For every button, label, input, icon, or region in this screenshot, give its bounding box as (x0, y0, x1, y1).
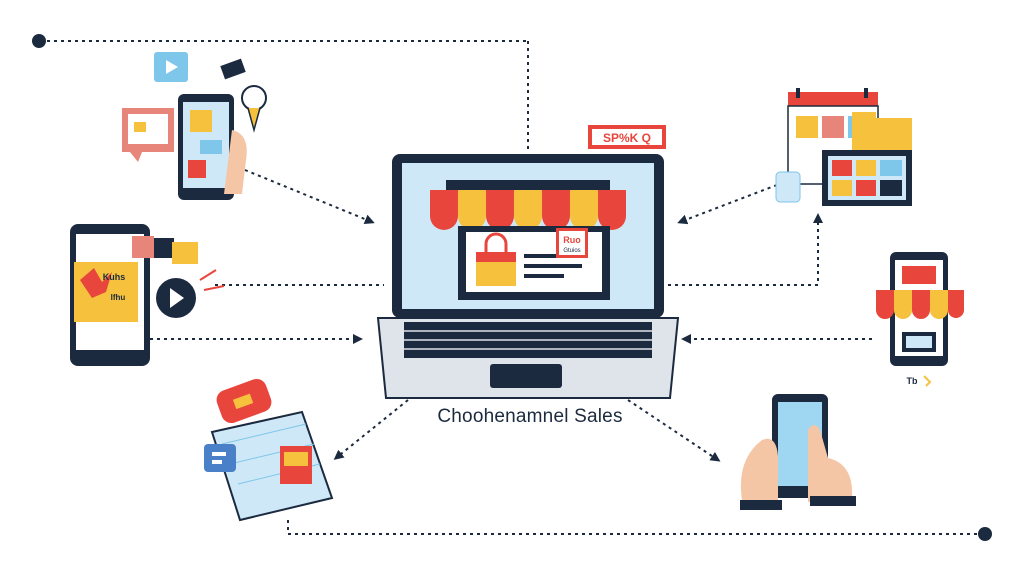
price-tag-text: SP%K Q (603, 131, 651, 145)
endpoint-dot-top-left (32, 34, 46, 48)
mobile-shop-cluster: Tb (876, 252, 964, 387)
voucher-cluster (204, 378, 334, 522)
arrow-top-left (244, 169, 375, 224)
laptop-storefront: Ruo Gtuios SP%K Q (376, 125, 680, 399)
right-shop-label: Tb (907, 376, 918, 386)
sale-badge-text: Ruo (563, 235, 581, 245)
lightbulb-icon (241, 85, 267, 111)
connectors (40, 40, 984, 535)
mini-awning (876, 290, 964, 319)
tablet-media-cluster: Kuhs Ifhu (70, 224, 225, 366)
calendar-header (788, 92, 878, 106)
calendar-store-cluster (775, 88, 912, 206)
left-hand (740, 438, 778, 502)
hands-phone-cluster (740, 394, 856, 510)
bag-icon (775, 171, 801, 203)
flyer-label-2: Ifhu (111, 293, 126, 302)
arrow-top-right (677, 179, 791, 225)
hand-shape (224, 130, 247, 194)
folder-icon (852, 118, 912, 154)
flyer-label-1: Kuhs (103, 272, 126, 282)
diagram-caption: Choohenamnel Sales (437, 406, 623, 427)
mini-card-2 (154, 238, 174, 258)
mini-card-1 (132, 236, 154, 258)
arrow-right-elbow (668, 213, 823, 286)
sale-badge-subtext: Gtuios (563, 248, 580, 254)
laptop-trackpad (490, 364, 562, 388)
mini-card-3 (172, 242, 198, 264)
chat-bubble-icon (204, 444, 236, 472)
ticket-icon (220, 58, 246, 80)
right-hand (808, 425, 853, 502)
endpoint-dot-bottom-right (978, 527, 992, 541)
shop-awning (430, 180, 626, 230)
mobile-media-cluster (122, 52, 267, 200)
arrow-bottom-left (333, 399, 409, 460)
